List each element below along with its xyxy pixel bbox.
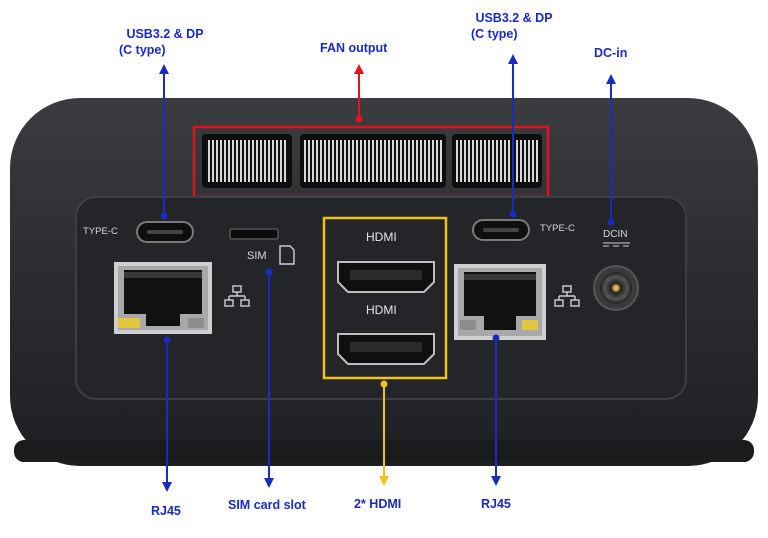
callout-rj45-right: RJ45 [481, 497, 511, 511]
sim-card-icon [279, 245, 295, 265]
arrow-fan [354, 64, 364, 123]
rj45-port-left [114, 262, 212, 334]
callout-usb-right: USB3.2 & DP (C type) [456, 10, 572, 42]
hdmi-highlight-box [322, 216, 448, 380]
callout-dcin: DC-in [594, 46, 628, 60]
dcin-label: DCIN [603, 229, 628, 240]
fan-vents [202, 134, 542, 188]
callout-fan: FAN output [320, 41, 388, 55]
callout-usb-left-line1: USB3.2 & DP [126, 27, 204, 41]
usb-c-port-right [472, 219, 530, 241]
hdmi-port-bottom [337, 333, 435, 365]
callout-usb-left: USB3.2 & DP (C type) [107, 26, 223, 58]
typec-label-right: TYPE-C [540, 223, 575, 234]
hdmi-label-bottom: HDMI [366, 303, 397, 317]
callout-usb-left-line2: (C type) [119, 43, 166, 57]
network-icon-left [224, 285, 250, 307]
io-panel [75, 196, 687, 400]
arrow-usb-right [508, 54, 518, 218]
sim-slot [229, 228, 279, 240]
callout-sim: SIM card slot [228, 498, 306, 512]
arrow-rj45-left [162, 336, 172, 492]
usb-c-port-left [136, 221, 194, 243]
dc-jack [593, 265, 639, 311]
arrow-dcin [606, 74, 616, 226]
callout-hdmi: 2* HDMI [354, 497, 402, 511]
arrow-sim [264, 268, 274, 488]
arrow-hdmi [379, 380, 389, 486]
callout-usb-right-line2: (C type) [471, 27, 518, 41]
arrow-rj45-right [491, 334, 501, 486]
sim-label: SIM [247, 250, 267, 262]
hdmi-label-top: HDMI [366, 230, 397, 244]
typec-label-left: TYPE-C [83, 226, 118, 237]
rj45-port-right [454, 264, 546, 340]
callout-usb-right-line1: USB3.2 & DP [475, 11, 553, 25]
callout-rj45-left: RJ45 [151, 504, 181, 518]
hdmi-port-top [337, 261, 435, 293]
dcin-underline [603, 242, 630, 247]
arrow-usb-left [159, 64, 169, 220]
network-icon-right [554, 285, 580, 307]
